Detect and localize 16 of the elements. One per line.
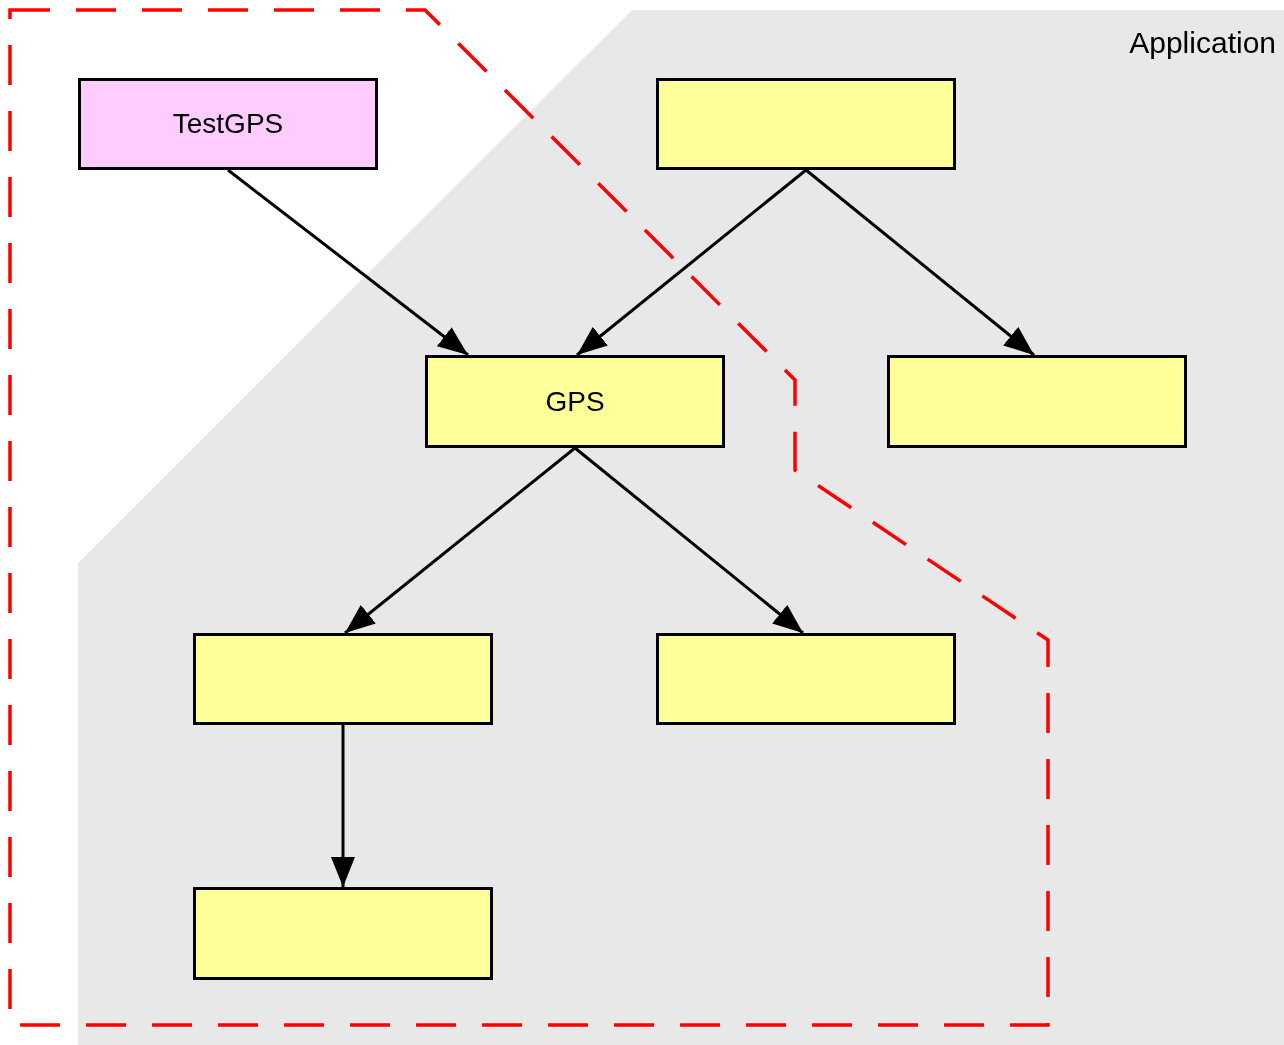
empty-box — [193, 887, 493, 980]
empty-box — [193, 633, 493, 725]
arrow — [805, 168, 1035, 357]
arrow — [344, 446, 576, 635]
box-label: TestGPS — [172, 108, 284, 140]
arrow — [574, 446, 804, 635]
arrow — [331, 725, 355, 887]
empty-box — [887, 355, 1187, 448]
empty-box — [656, 78, 956, 170]
arrow — [227, 168, 469, 357]
box-label: GPS — [545, 385, 605, 418]
component-box — [425, 355, 725, 448]
arrow — [576, 168, 807, 357]
component-box — [78, 78, 378, 170]
region-label: Application — [1129, 26, 1276, 60]
empty-box — [656, 633, 956, 725]
